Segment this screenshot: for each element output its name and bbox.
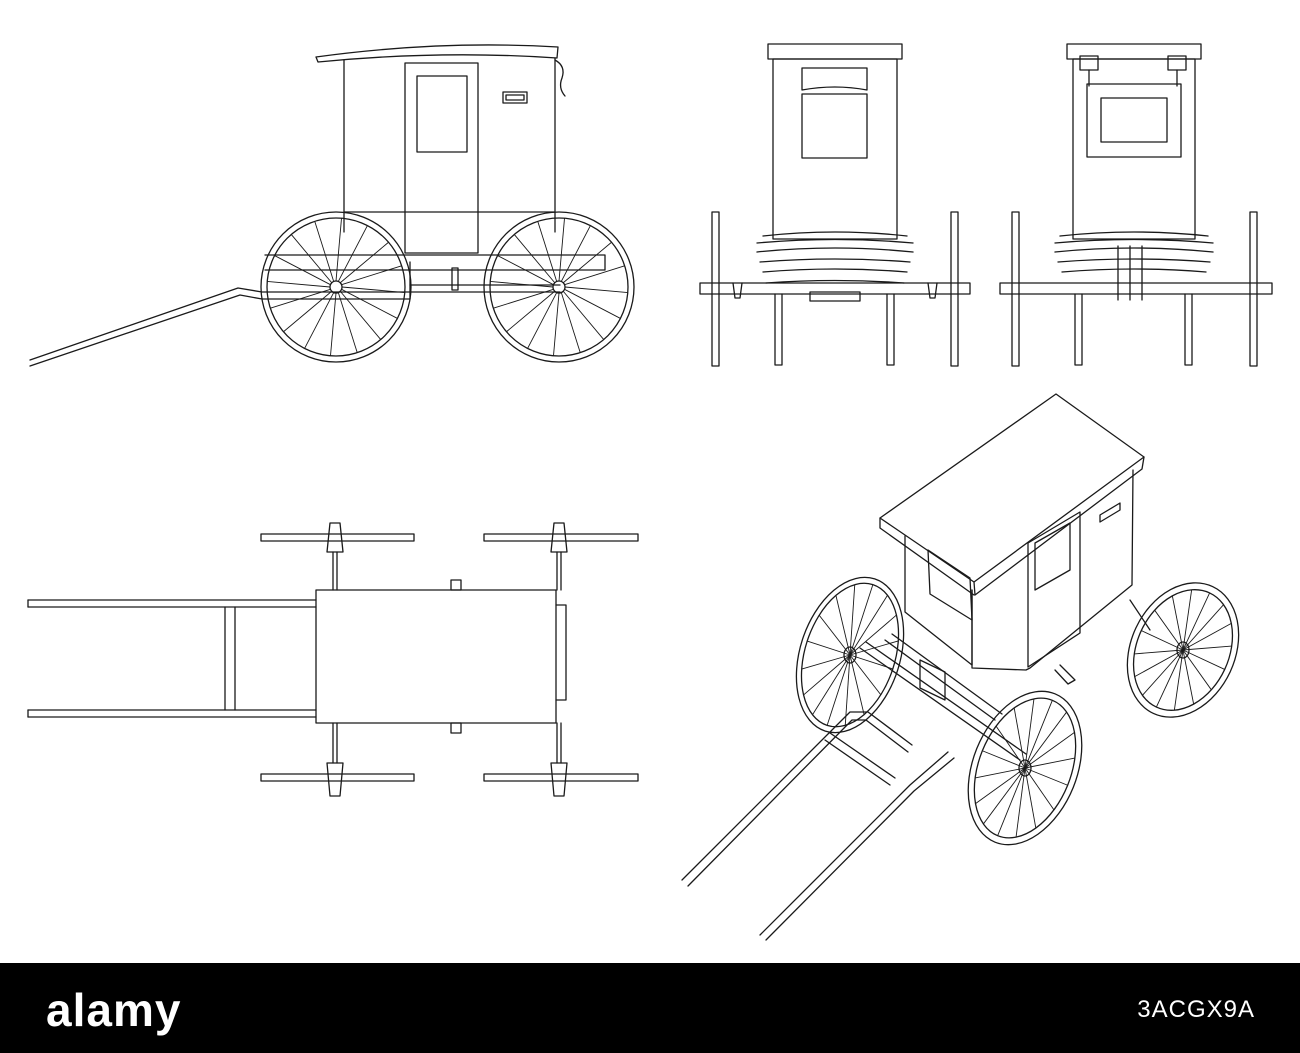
wheel-spoke: [982, 750, 1026, 769]
front-wheel: [260, 211, 412, 363]
wheel-spoke: [849, 614, 897, 656]
wheel-spoke: [1024, 757, 1075, 769]
iso-wheel-right: [1126, 582, 1240, 718]
isometric-view: [681, 393, 1240, 941]
side-view: [29, 44, 635, 367]
wheel-spoke: [1182, 592, 1211, 651]
wheel-spoke: [314, 221, 335, 282]
front-view: [999, 43, 1273, 367]
wheel-spoke: [1182, 589, 1193, 651]
wheel-spoke: [267, 281, 331, 288]
wheel-spoke: [835, 595, 851, 656]
rear-wheel: [483, 211, 635, 363]
wheel-spoke: [497, 255, 554, 286]
wheel-spoke: [983, 767, 1026, 825]
wheel-spoke: [335, 218, 342, 282]
wheel-spoke: [337, 292, 358, 353]
wheel-spoke: [490, 281, 554, 288]
wheel-spoke: [812, 654, 851, 715]
wheel-spoke: [1182, 649, 1212, 691]
wheel-hub: [1018, 759, 1032, 777]
stock-id-label: 3ACGX9A: [1137, 996, 1255, 1023]
wheel-spoke: [1182, 645, 1232, 651]
wheel-spoke: [564, 286, 628, 293]
wheel-spoke: [1024, 711, 1067, 769]
wheel-spoke: [562, 290, 605, 340]
wheel-spoke: [341, 288, 398, 319]
wheel-spoke: [1154, 609, 1184, 651]
wheel-spoke: [803, 654, 851, 696]
wheel-spoke: [290, 234, 333, 284]
wheel-hub: [1176, 641, 1190, 659]
wheel-spoke: [304, 292, 335, 349]
rear-view: [699, 43, 971, 367]
wheel-spoke: [1182, 604, 1224, 651]
wheel-spoke: [1024, 700, 1053, 769]
wheel-spoke: [537, 221, 558, 282]
wheel-spoke: [1024, 698, 1035, 769]
wheel-spoke: [849, 595, 888, 656]
wheel-spoke: [330, 292, 337, 356]
iso-wheel-front: [967, 690, 1083, 846]
wheel-spoke: [283, 290, 333, 333]
wheel-spoke: [562, 241, 612, 284]
wheel-spoke: [270, 288, 331, 309]
wheel-spoke: [849, 654, 882, 696]
wheel-spoke: [844, 654, 851, 726]
wheel-spoke: [1141, 630, 1184, 651]
wheel-spoke: [513, 234, 556, 284]
wheel-spoke: [818, 614, 851, 656]
wheel-spoke: [553, 292, 560, 356]
wheel-spoke: [1024, 767, 1068, 786]
wheel-spoke: [849, 654, 865, 715]
wheel-spoke: [341, 286, 405, 293]
wheel-spoke: [527, 292, 558, 349]
wheel-spoke: [564, 265, 625, 286]
wheel-spoke: [997, 767, 1026, 836]
wheel-spoke: [560, 292, 581, 353]
wheel-spoke: [564, 288, 621, 319]
wheel-spoke: [1134, 649, 1184, 655]
iso-wheel-left: [795, 576, 905, 734]
wheel-spoke: [826, 654, 851, 726]
wheel-spoke: [1182, 622, 1232, 651]
wheel-spoke: [493, 288, 554, 309]
wheel-spoke: [1182, 649, 1225, 670]
wheel-spoke: [341, 265, 402, 286]
wheel-spoke: [506, 290, 556, 333]
alamy-logo: alamy: [46, 984, 182, 1036]
wheel-spoke: [1024, 767, 1055, 811]
wheel-spoke: [1173, 649, 1184, 711]
footer-bar: alamy 3ACGX9A: [0, 963, 1300, 1053]
wheel-spoke: [1013, 707, 1026, 769]
wheel-spoke: [558, 218, 565, 282]
wheel-spoke: [807, 640, 851, 656]
wheel-spoke: [1182, 649, 1195, 705]
wheel-spoke: [1024, 767, 1037, 829]
wheel-spoke: [975, 767, 1026, 805]
wheel-spoke: [849, 584, 874, 656]
wheel-spoke: [1142, 649, 1184, 696]
top-view: [27, 522, 639, 797]
wheel-spoke: [995, 725, 1026, 769]
wheel-spoke: [560, 225, 591, 282]
wheel-spoke: [1155, 649, 1184, 708]
wheel-spoke: [975, 767, 1026, 779]
wheel-spoke: [274, 255, 331, 286]
wheel-spoke: [339, 290, 382, 340]
wheel-spoke: [849, 584, 856, 656]
wheel-hub: [843, 646, 857, 664]
wheel-spoke: [1134, 649, 1184, 678]
wheel-spoke: [337, 225, 368, 282]
wheel-spoke: [1015, 767, 1026, 838]
wheel-spoke: [339, 241, 389, 284]
wheel-spoke: [1024, 731, 1075, 769]
wheel-spoke: [801, 654, 851, 670]
wheel-spoke: [1171, 595, 1184, 651]
buggy-drawing: [27, 43, 1273, 941]
